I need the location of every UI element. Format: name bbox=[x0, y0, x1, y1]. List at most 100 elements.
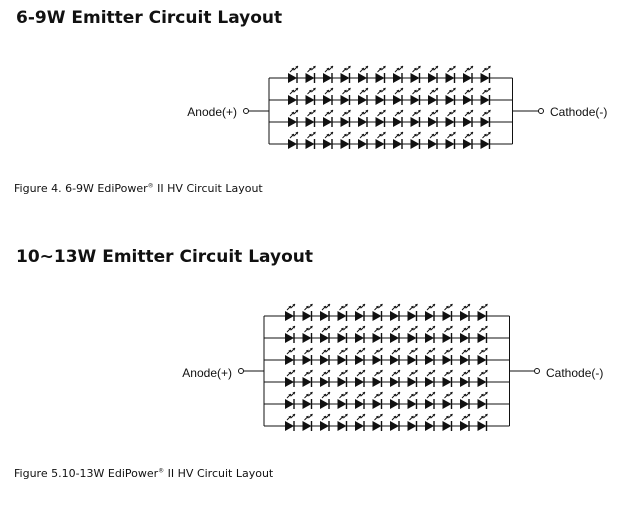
cathode-label: Cathode(-) bbox=[546, 366, 603, 380]
led-diode-icon bbox=[302, 325, 313, 343]
led-diode-icon bbox=[407, 391, 418, 409]
led-diode-icon bbox=[340, 87, 351, 105]
led-diode-icon bbox=[460, 303, 471, 321]
led-diode-icon bbox=[355, 347, 366, 365]
led-diode-icon bbox=[393, 87, 404, 105]
led-diode-icon bbox=[463, 87, 474, 105]
led-diode-icon bbox=[390, 325, 401, 343]
led-diode-icon bbox=[372, 347, 383, 365]
led-diode-icon bbox=[390, 391, 401, 409]
led-diode-icon bbox=[302, 369, 313, 387]
led-diode-icon bbox=[355, 325, 366, 343]
led-diode-icon bbox=[390, 303, 401, 321]
led-diode-icon bbox=[425, 347, 436, 365]
led-diode-icon bbox=[323, 87, 334, 105]
led-diode-icon bbox=[355, 303, 366, 321]
led-diode-icon bbox=[285, 413, 296, 431]
led-diode-icon bbox=[320, 325, 331, 343]
led-diode-icon bbox=[442, 391, 453, 409]
led-diode-icon bbox=[305, 131, 316, 149]
led-diode-icon bbox=[285, 347, 296, 365]
led-diode-icon bbox=[320, 391, 331, 409]
led-diode-icon bbox=[355, 413, 366, 431]
anode-label: Anode(+) bbox=[182, 366, 232, 380]
led-diode-icon bbox=[302, 413, 313, 431]
led-diode-icon bbox=[477, 325, 488, 343]
led-diode-icon bbox=[463, 109, 474, 127]
led-diode-icon bbox=[445, 131, 456, 149]
led-diode-icon bbox=[460, 413, 471, 431]
led-diode-icon bbox=[425, 413, 436, 431]
led-diode-icon bbox=[463, 65, 474, 83]
led-diode-icon bbox=[410, 109, 421, 127]
led-diode-icon bbox=[285, 391, 296, 409]
led-diode-icon bbox=[442, 303, 453, 321]
led-diode-icon bbox=[407, 369, 418, 387]
led-diode-icon bbox=[445, 65, 456, 83]
led-diode-icon bbox=[337, 325, 348, 343]
anode-terminal bbox=[238, 368, 244, 374]
led-diode-icon bbox=[372, 413, 383, 431]
led-diode-icon bbox=[477, 369, 488, 387]
led-diode-icon bbox=[428, 109, 439, 127]
led-diode-icon bbox=[375, 131, 386, 149]
led-diode-icon bbox=[428, 131, 439, 149]
cathode-label: Cathode(-) bbox=[550, 105, 607, 119]
led-diode-icon bbox=[425, 303, 436, 321]
led-diode-icon bbox=[372, 303, 383, 321]
led-diode-icon bbox=[393, 65, 404, 83]
led-diode-icon bbox=[428, 65, 439, 83]
led-diode-icon bbox=[285, 325, 296, 343]
led-diode-icon bbox=[407, 303, 418, 321]
led-diode-icon bbox=[460, 369, 471, 387]
led-diode-icon bbox=[340, 131, 351, 149]
led-diode-icon bbox=[375, 109, 386, 127]
led-diode-icon bbox=[375, 87, 386, 105]
led-diode-icon bbox=[460, 347, 471, 365]
led-diode-icon bbox=[285, 369, 296, 387]
led-diode-icon bbox=[410, 65, 421, 83]
led-diode-icon bbox=[305, 109, 316, 127]
led-diode-icon bbox=[445, 109, 456, 127]
led-diode-icon bbox=[358, 131, 369, 149]
led-diode-icon bbox=[390, 347, 401, 365]
led-diode-icon bbox=[460, 391, 471, 409]
led-diode-icon bbox=[407, 413, 418, 431]
led-diode-icon bbox=[337, 303, 348, 321]
led-diode-icon bbox=[477, 391, 488, 409]
led-diode-icon bbox=[410, 87, 421, 105]
led-diode-icon bbox=[445, 87, 456, 105]
led-diode-icon bbox=[288, 65, 299, 83]
led-diode-icon bbox=[302, 347, 313, 365]
led-diode-icon bbox=[340, 65, 351, 83]
led-diode-icon bbox=[477, 347, 488, 365]
led-diode-icon bbox=[463, 131, 474, 149]
led-diode-icon bbox=[375, 65, 386, 83]
led-diode-icon bbox=[442, 369, 453, 387]
led-diode-icon bbox=[393, 109, 404, 127]
led-diode-icon bbox=[460, 325, 471, 343]
led-diode-icon bbox=[442, 413, 453, 431]
led-diode-icon bbox=[323, 65, 334, 83]
led-diode-icon bbox=[337, 391, 348, 409]
section-1-heading: 6-9W Emitter Circuit Layout bbox=[16, 8, 283, 28]
circuit-diagram-6-9w: Anode(+) Cathode(-) bbox=[187, 65, 607, 149]
led-diode-icon bbox=[288, 87, 299, 105]
led-diode-icon bbox=[288, 131, 299, 149]
led-diode-icon bbox=[372, 325, 383, 343]
figure-4-caption: Figure 4. 6-9W EdiPower® II HV Circuit L… bbox=[14, 182, 263, 195]
led-diode-icon bbox=[477, 413, 488, 431]
anode-terminal bbox=[243, 108, 249, 114]
led-diode-icon bbox=[288, 109, 299, 127]
led-diode-icon bbox=[337, 347, 348, 365]
led-diode-icon bbox=[340, 109, 351, 127]
led-diode-icon bbox=[285, 303, 296, 321]
led-diode-icon bbox=[305, 87, 316, 105]
led-diode-icon bbox=[390, 369, 401, 387]
led-diode-icon bbox=[320, 369, 331, 387]
led-diode-icon bbox=[442, 347, 453, 365]
led-diode-icon bbox=[425, 391, 436, 409]
led-diode-icon bbox=[320, 413, 331, 431]
led-diode-icon bbox=[320, 303, 331, 321]
led-diode-icon bbox=[410, 131, 421, 149]
